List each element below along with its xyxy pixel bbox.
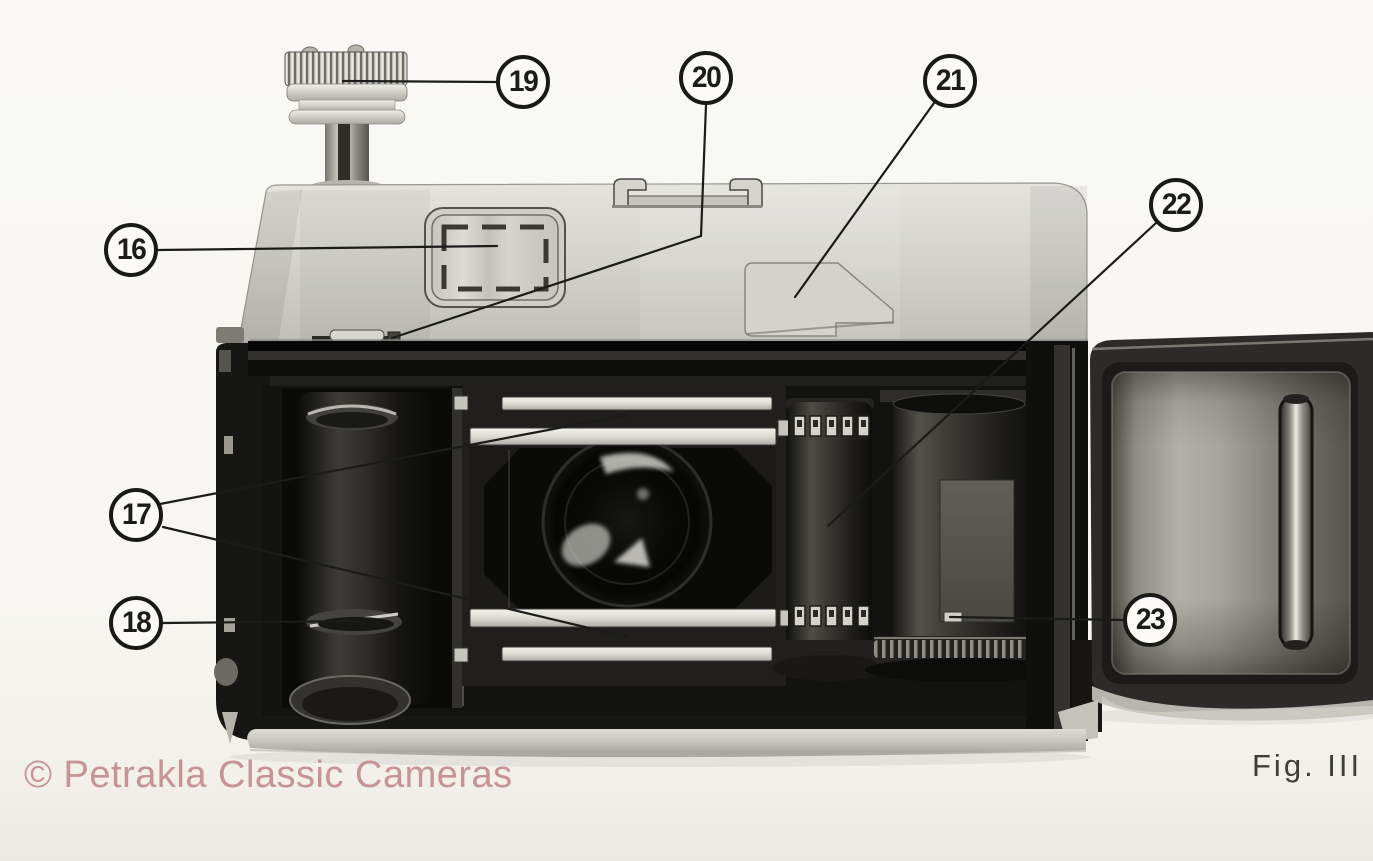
winding-gear-ring	[872, 636, 1060, 664]
camera-back-door	[1090, 332, 1373, 721]
accessory-shoe-icon	[612, 178, 763, 208]
figure-caption: Fig. III	[1252, 748, 1363, 783]
rewind-knob	[284, 44, 408, 192]
leader-20	[390, 103, 708, 340]
door-hinge	[1026, 341, 1102, 742]
leader-22	[826, 221, 1158, 528]
leader-23	[948, 615, 1125, 622]
spool-film-slot	[939, 479, 1015, 623]
viewfinder-eyepiece	[424, 207, 566, 308]
sprocket-teeth-bottom	[793, 605, 870, 627]
watermark-text: © Petrakla Classic Cameras	[24, 754, 513, 796]
leader-19	[341, 79, 499, 84]
callout-22: 22	[1149, 178, 1203, 232]
lens-opening	[541, 436, 713, 608]
sprocket-shaft	[772, 398, 888, 681]
callout-20: 20	[679, 51, 733, 105]
callout-23: 23	[1123, 593, 1177, 647]
leader-17a	[158, 413, 629, 506]
leader-17b	[161, 525, 629, 639]
film-guide-rails	[453, 395, 796, 663]
viewfinder-housing-bump	[744, 262, 894, 337]
leader-18	[161, 619, 360, 625]
take-up-spool	[865, 390, 1070, 682]
callout-18: 18	[109, 596, 163, 650]
leader-lines	[156, 79, 1158, 639]
leader-21	[793, 101, 936, 299]
callout-19: 19	[496, 55, 550, 109]
callout-16: 16	[104, 223, 158, 277]
bottom-plate	[247, 729, 1087, 757]
leader-16	[156, 244, 499, 252]
sprocket-teeth-top	[793, 415, 870, 437]
film-gate	[453, 386, 796, 686]
callout-21: 21	[923, 54, 977, 108]
callout-17: 17	[109, 488, 163, 542]
door-roller	[1278, 394, 1314, 650]
film-cassette-chamber	[282, 388, 464, 725]
